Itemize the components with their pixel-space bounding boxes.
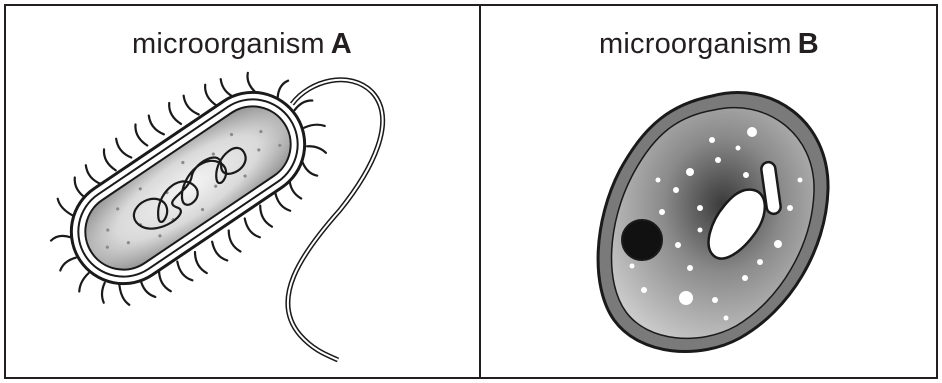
flagellum <box>288 80 383 360</box>
bacterium-illustration <box>16 35 382 360</box>
cell-illustration <box>598 92 828 351</box>
nucleus <box>622 220 662 260</box>
